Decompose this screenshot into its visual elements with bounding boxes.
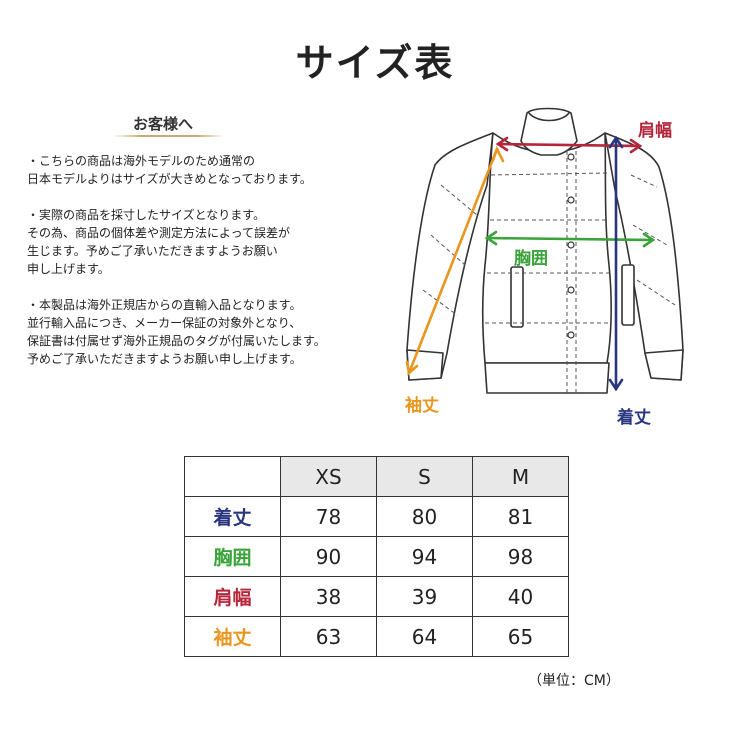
notice-paragraph: ・本製品は海外正規店からの直輸入品となります。 並行輸入品につき、メーカー保証の… — [27, 298, 326, 366]
chest-label: 胸囲 — [514, 249, 548, 269]
unit-note: （単位：CM） — [528, 673, 620, 689]
jacket-measurement-diagram: 肩幅 胸囲 袖丈 着丈 — [395, 95, 695, 435]
table-cell: 64 — [376, 616, 473, 657]
right-pocket — [621, 264, 635, 326]
snap-button — [567, 241, 575, 249]
notice-heading: お客様へ — [133, 115, 194, 133]
table-row: 胸囲 90 94 98 — [184, 536, 569, 577]
row-label-chest: 胸囲 — [184, 536, 281, 577]
row-label-sleeve: 袖丈 — [184, 616, 281, 657]
table-cell: 65 — [472, 616, 569, 657]
table-row: 肩幅 38 39 40 — [184, 576, 569, 617]
table-cell: 80 — [376, 496, 473, 537]
table-row: 着丈 78 80 81 — [184, 496, 569, 537]
table-corner-cell — [184, 456, 281, 497]
table-cell: 78 — [280, 496, 377, 537]
right-sleeve — [604, 132, 684, 381]
notice-text: ・こちらの商品は海外モデルのため通常の 日本モデルよりはサイズが大きめとなってお… — [27, 152, 397, 386]
row-label-shoulder: 肩幅 — [184, 576, 281, 617]
table-cell: 39 — [376, 576, 473, 617]
chest-arrow — [485, 236, 655, 242]
table-cell: 98 — [472, 536, 569, 577]
size-table: XS S M 着丈 78 80 81 胸囲 90 94 98 肩幅 38 39 … — [184, 456, 569, 657]
snap-button — [567, 153, 575, 161]
sleeve-label: 袖丈 — [405, 396, 439, 416]
table-cell: 63 — [280, 616, 377, 657]
notice-paragraph: ・実際の商品を採寸したサイズとなります。 その為、商品の個体差や測定方法によって… — [27, 208, 291, 276]
table-row: 袖丈 63 64 65 — [184, 616, 569, 657]
snap-button — [567, 196, 575, 204]
length-label: 着丈 — [617, 408, 651, 428]
collar — [520, 107, 578, 156]
table-cell: 90 — [280, 536, 377, 577]
snap-button — [567, 331, 575, 339]
table-cell: 38 — [280, 576, 377, 617]
size-header: XS — [280, 456, 377, 497]
jacket-illustration — [405, 107, 684, 394]
right-cuff — [644, 349, 684, 381]
left-pocket — [510, 266, 524, 328]
size-header: S — [376, 456, 473, 497]
row-label-length: 着丈 — [184, 496, 281, 537]
size-table-header: XS S M — [184, 456, 569, 497]
table-cell: 81 — [472, 496, 569, 537]
table-cell: 40 — [472, 576, 569, 617]
size-header: M — [472, 456, 569, 497]
shoulder-label: 肩幅 — [638, 121, 672, 141]
snap-button — [567, 286, 575, 294]
sleeve-arrow — [407, 147, 499, 375]
hem-band — [484, 362, 610, 394]
notice-underline — [113, 135, 225, 137]
left-sleeve — [406, 132, 494, 381]
table-cell: 94 — [376, 536, 473, 577]
notice-paragraph: ・こちらの商品は海外モデルのため通常の 日本モデルよりはサイズが大きめとなってお… — [27, 154, 312, 186]
page-title: サイズ表 — [295, 41, 455, 85]
